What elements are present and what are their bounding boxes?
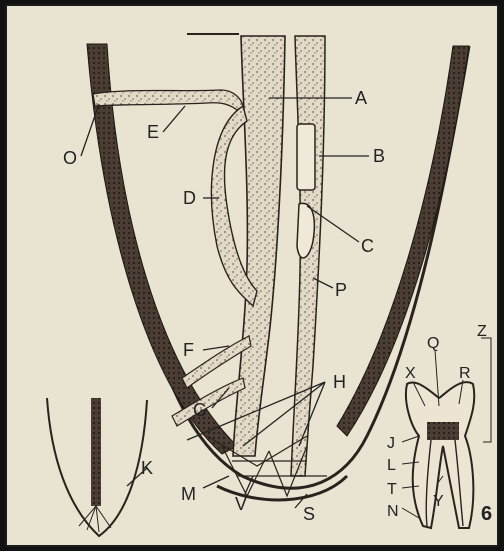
label-E: E: [147, 122, 159, 142]
plate-number: 6: [481, 503, 492, 525]
label-L: L: [387, 457, 396, 474]
label-F: F: [183, 340, 194, 360]
label-M: M: [181, 484, 196, 504]
label-N: N: [387, 503, 399, 520]
label-Z: Z: [477, 323, 487, 340]
label-G: G: [193, 400, 207, 420]
label-J: J: [387, 435, 395, 452]
label-Y: Y: [433, 493, 444, 510]
label-P: P: [335, 280, 347, 300]
label-Q: Q: [427, 335, 439, 352]
canal-gap-B: [297, 124, 315, 190]
label-H: H: [333, 372, 346, 392]
label-K: K: [141, 458, 153, 478]
label-S: S: [303, 504, 315, 524]
label-T: T: [387, 481, 397, 498]
label-V: V: [235, 494, 247, 514]
upper-branch: [93, 90, 243, 110]
inset-root-tip: [47, 398, 147, 536]
main-canal: [233, 36, 285, 456]
label-R: R: [459, 365, 471, 382]
label-C: C: [361, 236, 374, 256]
diagram-canvas: A B C D E F G H K M O P S V Q R X Z J L …: [7, 6, 497, 545]
label-X: X: [405, 365, 416, 382]
label-O: O: [63, 148, 77, 168]
label-A: A: [355, 88, 367, 108]
accessory-canal-right: [291, 36, 325, 476]
label-D: D: [183, 188, 196, 208]
tooth-root-diagram: A B C D E F G H K M O P S V Q R X Z J L …: [5, 4, 499, 547]
label-B: B: [373, 146, 385, 166]
